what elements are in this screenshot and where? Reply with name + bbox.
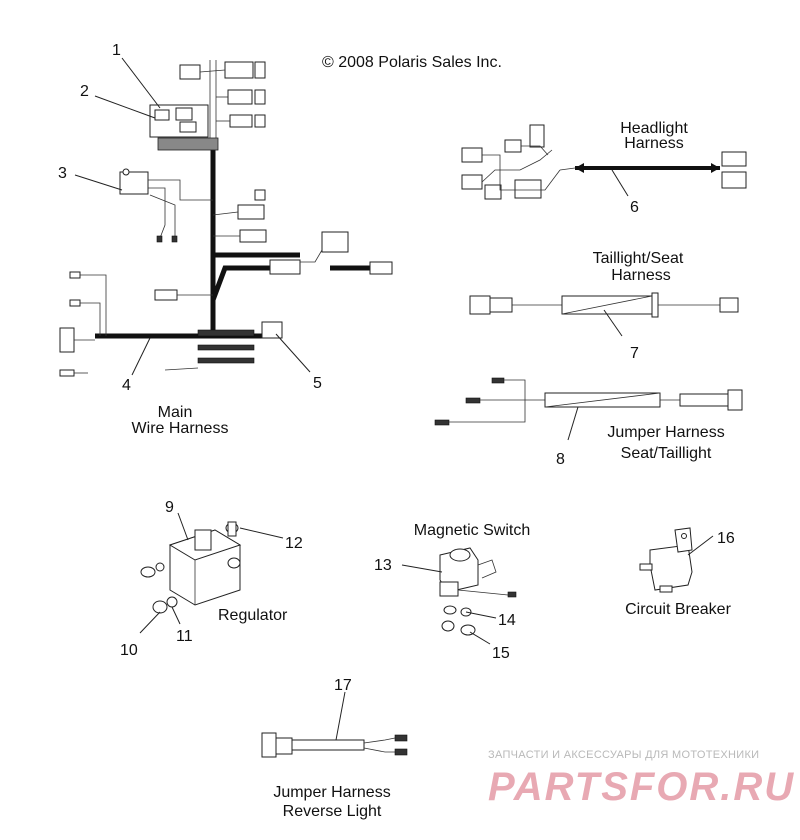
callout-15: 15 (492, 645, 510, 662)
regulator-drawing (140, 521, 242, 614)
callout-13: 13 (374, 557, 392, 574)
taillight-harness-drawing (469, 292, 739, 318)
watermark-brand: PARTSFOR.RU (488, 765, 795, 809)
label-taillight-line2: Harness (611, 267, 671, 284)
label-magnetic-switch: Magnetic Switch (414, 522, 531, 539)
label-headlight-line1: Headlight (620, 120, 688, 137)
callout-6: 6 (630, 199, 639, 216)
callout-9: 9 (165, 499, 174, 516)
main-wire-harness-drawing (59, 60, 393, 377)
callout-1: 1 (112, 42, 121, 59)
callout-5: 5 (313, 375, 322, 392)
callout-8: 8 (556, 451, 565, 468)
label-regulator: Regulator (218, 607, 288, 624)
callout-3: 3 (58, 165, 67, 182)
label-taillight-line1: Taillight/Seat (593, 250, 684, 267)
label-jumper-seat-line2: Seat/Taillight (621, 445, 712, 462)
callout-11: 11 (176, 628, 193, 645)
callout-4: 4 (122, 377, 131, 394)
label-jumper-seat-line1: Jumper Harness (607, 424, 724, 441)
headlight-harness-drawing (461, 124, 747, 200)
label-jumper-reverse-line2: Reverse Light (283, 803, 382, 820)
callout-7: 7 (630, 345, 639, 362)
magnetic-switch-drawing (439, 547, 517, 636)
callout-14: 14 (498, 612, 516, 629)
callout-17: 17 (334, 677, 352, 694)
callout-2: 2 (80, 83, 89, 100)
label-jumper-reverse-line1: Jumper Harness (273, 784, 390, 801)
callout-16: 16 (717, 530, 735, 547)
label-circuit-breaker: Circuit Breaker (625, 601, 731, 618)
callout-12: 12 (285, 535, 303, 552)
jumper-reverse-harness-drawing (261, 732, 408, 758)
jumper-seat-harness-drawing (434, 377, 743, 426)
label-main-line1: Main (158, 404, 193, 421)
circuit-breaker-drawing (639, 527, 693, 593)
label-headlight-line2: Harness (624, 135, 684, 152)
callout-10: 10 (120, 642, 138, 659)
label-main-line2: Wire Harness (132, 420, 229, 437)
watermark-tagline: ЗАПЧАСТИ И АКСЕССУАРЫ ДЛЯ МОТОТЕХНИКИ (488, 749, 759, 761)
copyright-text: © 2008 Polaris Sales Inc. (322, 54, 502, 71)
